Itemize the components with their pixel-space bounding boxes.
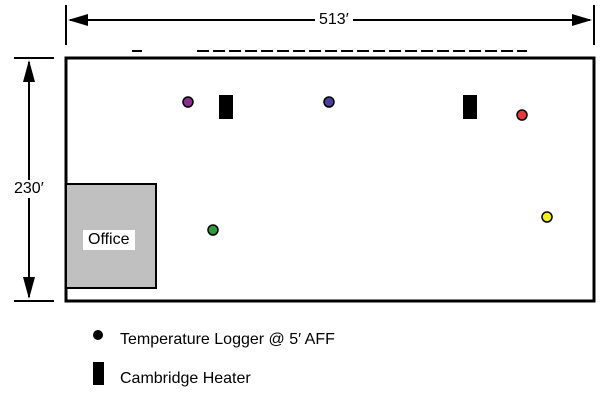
circle-icon [93, 330, 103, 340]
width-dimension-label: 513′ [315, 11, 353, 29]
heater-2 [463, 95, 477, 119]
temperature-logger-2 [323, 96, 335, 108]
legend-heater-label: Cambridge Heater [120, 370, 251, 387]
legend-logger-label: Temperature Logger @ 5′ AFF [120, 331, 335, 348]
heater-1 [219, 95, 233, 119]
temperature-logger-1 [182, 96, 194, 108]
office-label: Office [83, 230, 135, 250]
temperature-logger-3 [516, 109, 528, 121]
temperature-logger-4 [207, 224, 219, 236]
height-dimension [14, 57, 54, 302]
temperature-logger-5 [541, 211, 553, 223]
height-dimension-label: 230′ [10, 180, 48, 198]
rectangle-icon [93, 362, 104, 385]
